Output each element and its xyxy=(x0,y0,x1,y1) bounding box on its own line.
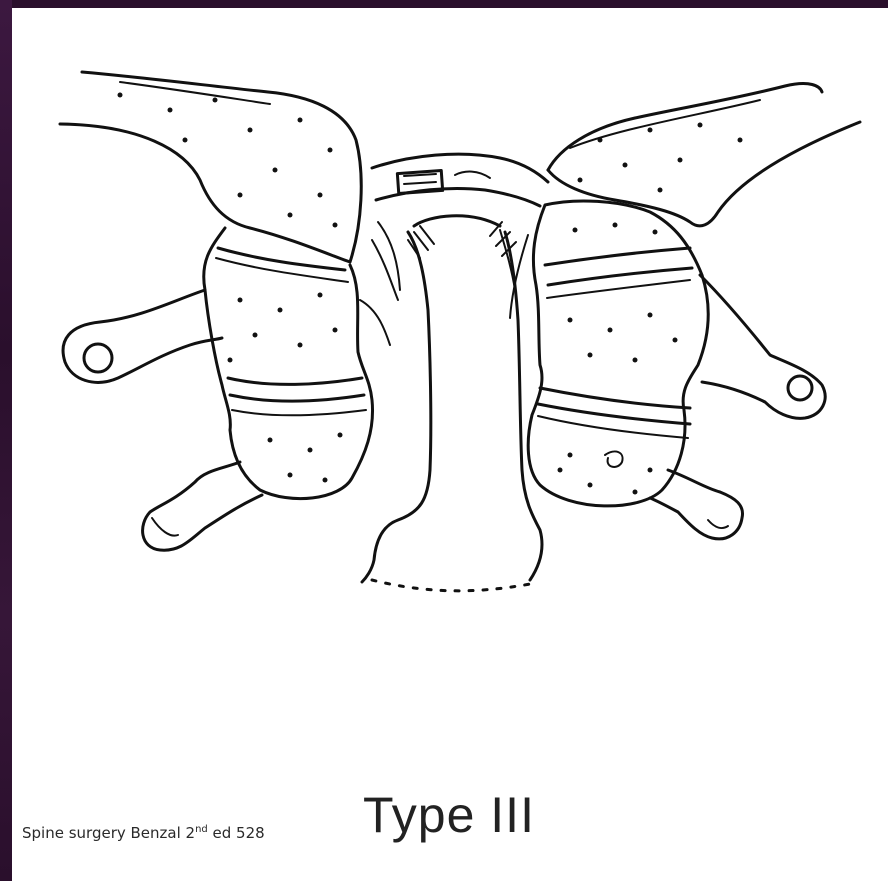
citation-prefix: Spine surgery Benzal 2 xyxy=(22,824,195,842)
right-ligament xyxy=(490,222,528,318)
citation-text: Spine surgery Benzal 2nd ed 528 xyxy=(22,824,265,842)
right-transverse-process-lower xyxy=(650,470,743,539)
right-occipital-condyle xyxy=(548,84,860,226)
transverse-ligament-bar xyxy=(372,154,548,206)
citation-suffix: ed 528 xyxy=(208,824,265,842)
right-lateral-mass xyxy=(528,201,708,506)
figure-type-label: Type III xyxy=(363,786,535,844)
left-occipital-condyle xyxy=(60,72,361,262)
left-transverse-process-upper xyxy=(63,290,222,382)
right-transverse-process-upper xyxy=(700,275,825,418)
citation-superscript: nd xyxy=(195,824,208,835)
left-ligament xyxy=(360,222,434,345)
dens-odontoid xyxy=(362,216,542,591)
left-lateral-mass xyxy=(204,228,373,499)
